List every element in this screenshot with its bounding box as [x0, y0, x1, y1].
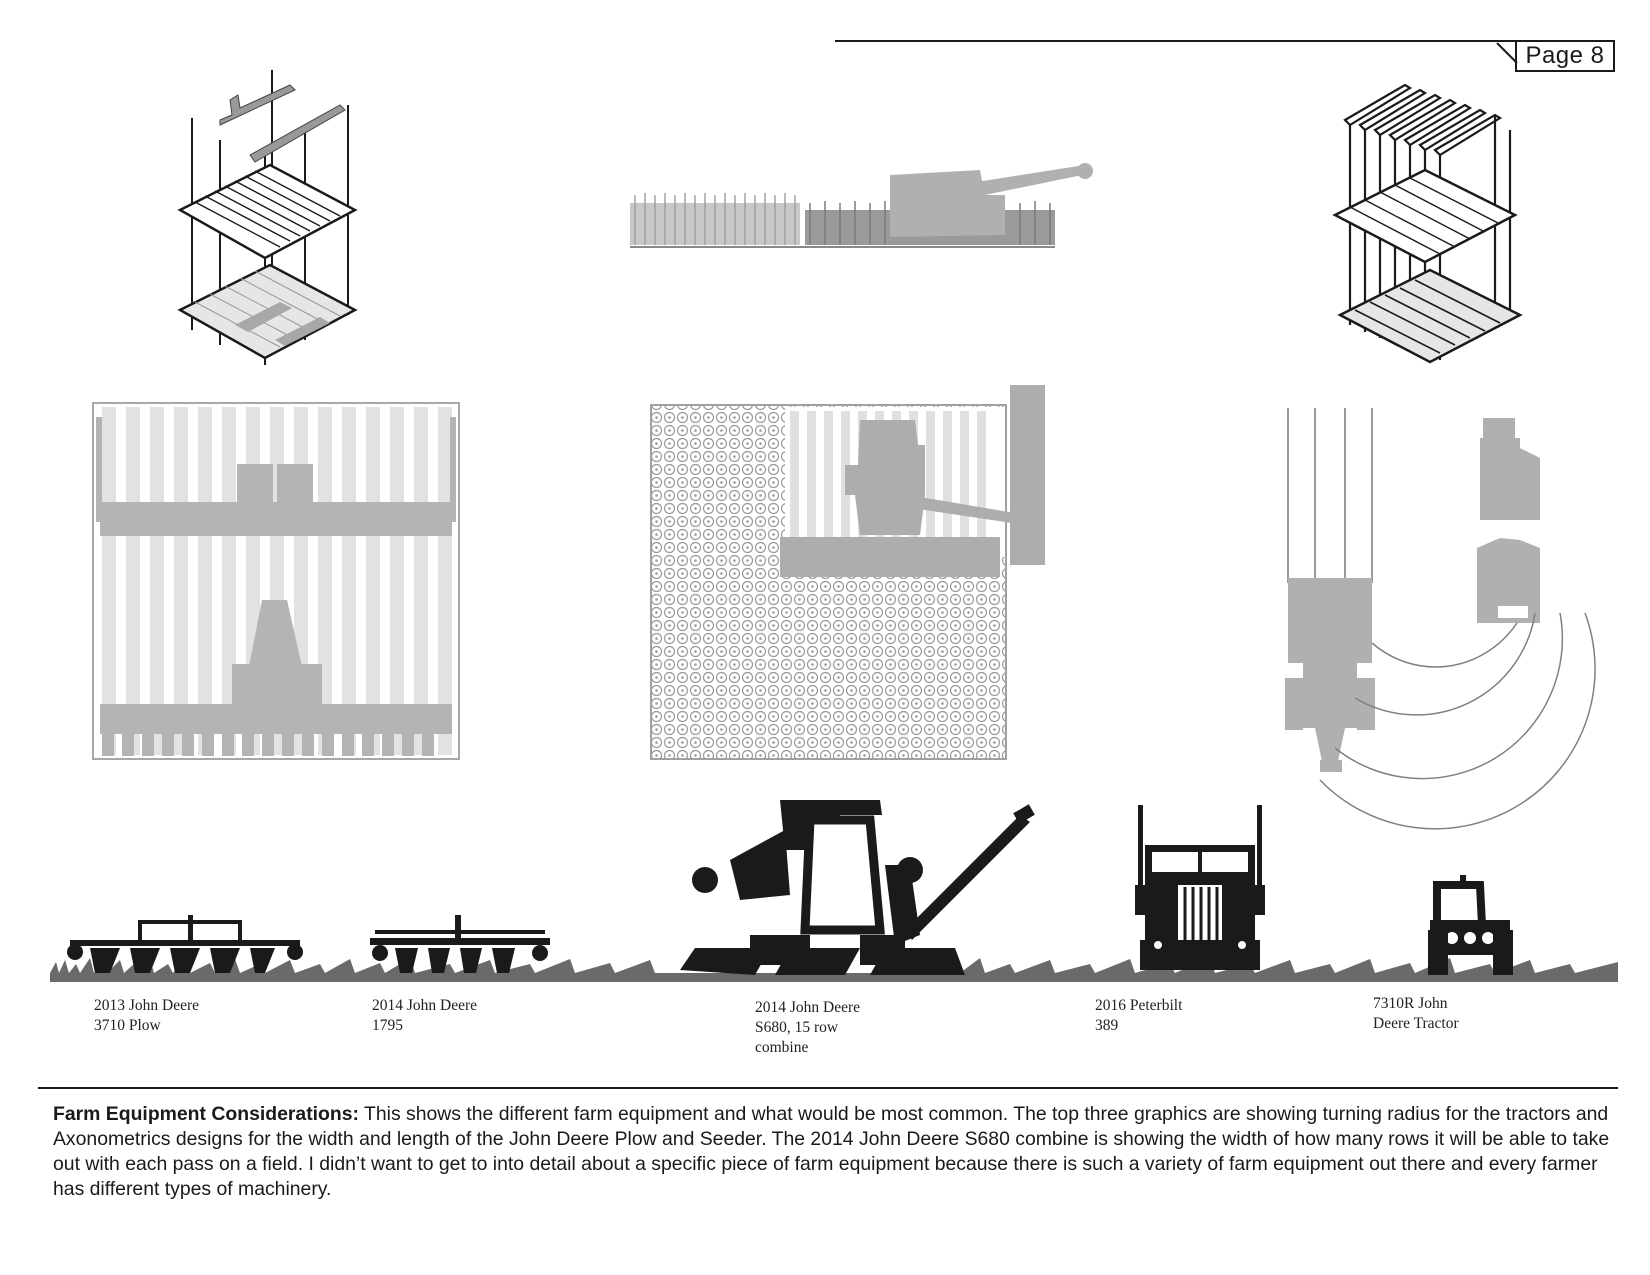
combine-harvesting-field-illustration: [630, 163, 1093, 248]
tractor-silhouette: [1428, 875, 1513, 975]
description-paragraph: Farm Equipment Considerations: This show…: [53, 1102, 1613, 1202]
description-heading: Farm Equipment Considerations:: [53, 1103, 359, 1125]
seeder-axonometric-illustration: [1332, 83, 1523, 364]
turning-radius-diagram: [1285, 408, 1596, 830]
combine-plan-view-illustration: [650, 385, 1045, 760]
planter-silhouette: [370, 915, 550, 973]
plow-axonometric-illustration: [177, 70, 358, 365]
seeder-plan-view-illustration: [92, 402, 460, 760]
caption-planter: 2014 John Deere 1795: [372, 997, 478, 1034]
caption-combine: 2014 John Deere S680, 15 row combine: [755, 999, 861, 1056]
header-rule: [835, 40, 1615, 42]
combine-silhouette: [680, 800, 1035, 975]
equipment-silhouettes-strip: [50, 800, 1618, 982]
page-number: Page 8: [1515, 42, 1615, 72]
caption-tractor: 7310R John Deere Tractor: [1373, 995, 1459, 1032]
truck-silhouette: [1135, 805, 1265, 970]
caption-plow: 2013 John Deere 3710 Plow: [94, 997, 200, 1034]
plow-silhouette: [67, 915, 303, 973]
page-tab-corner: [1496, 42, 1518, 64]
caption-truck: 2016 Peterbilt 389: [1095, 997, 1183, 1034]
description-body: This shows the different farm equipment …: [53, 1103, 1610, 1200]
section-divider: [38, 1087, 1618, 1089]
